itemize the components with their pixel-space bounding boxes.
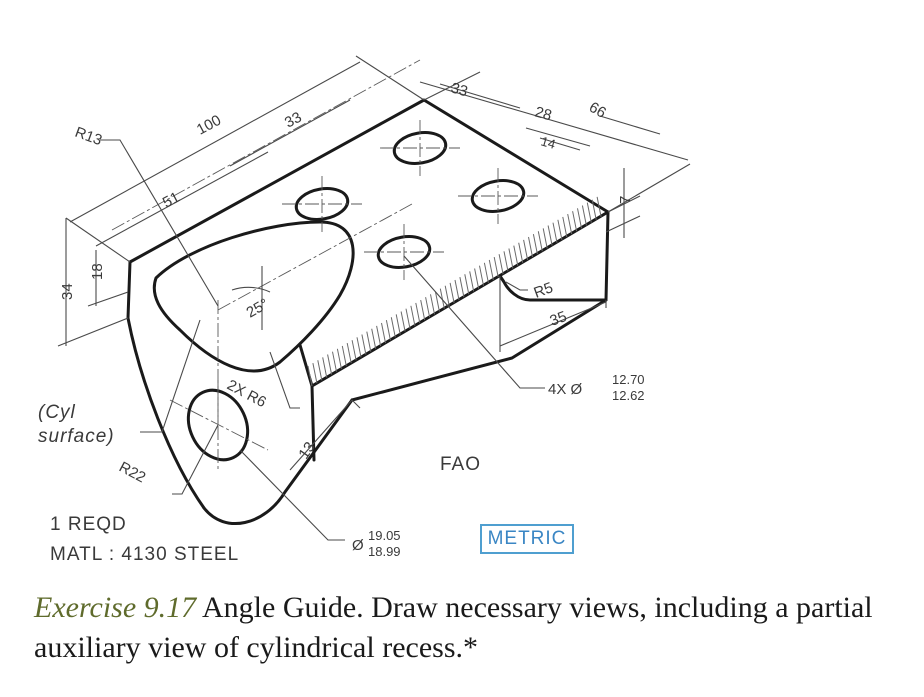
hatch-mark xyxy=(493,256,499,278)
hatch-mark xyxy=(479,265,484,286)
dim-r22: R22 xyxy=(116,459,148,487)
hatch-mark xyxy=(356,337,362,358)
bore-callout-prefix: Ø xyxy=(352,537,364,554)
surface-shading xyxy=(307,196,602,387)
dim-33-lower: 33 xyxy=(282,109,305,132)
hatch-mark xyxy=(586,202,592,223)
hatch-mark xyxy=(415,302,421,324)
hatch-mark xyxy=(346,342,352,364)
hatch-mark xyxy=(488,259,494,281)
dim-34: 34 xyxy=(59,283,76,300)
hole-callout-max: 12.70 xyxy=(612,372,645,387)
hatch-mark xyxy=(596,196,602,217)
hatch-mark xyxy=(464,274,470,295)
figure-caption: Exercise 9.17 Angle Guide. Draw necessar… xyxy=(34,588,914,668)
hatch-mark xyxy=(532,234,538,255)
note-reqd: 1 REQD xyxy=(50,514,127,535)
hatch-mark xyxy=(508,248,514,269)
hatch-mark xyxy=(469,271,475,292)
note-cyl-surface-1: (Cyl xyxy=(38,402,76,423)
dim-35: 35 xyxy=(548,308,569,330)
hatch-mark xyxy=(390,317,396,338)
hole-callout-min: 12.62 xyxy=(612,388,645,403)
hatch-mark xyxy=(523,239,529,260)
caption-text: Angle Guide. Draw necessary views, inclu… xyxy=(34,591,873,664)
hatch-mark xyxy=(498,254,504,275)
hatch-mark xyxy=(444,285,450,306)
hatch-mark xyxy=(459,277,465,298)
caption-label: Exercise 9.17 xyxy=(34,591,197,624)
metric-stamp: METRIC xyxy=(480,524,574,554)
hatch-mark xyxy=(376,325,382,346)
hatch-mark xyxy=(483,262,489,283)
hatch-mark xyxy=(562,216,568,238)
hatch-mark xyxy=(557,219,563,240)
hatch-mark xyxy=(552,222,558,243)
dim-25-deg: 25° xyxy=(244,295,272,321)
dim-33-upper: 33 xyxy=(449,80,470,101)
hatch-mark xyxy=(434,291,440,312)
drawing-notes: (Cyl surface) FAO 1 REQD MATL : 4130 STE… xyxy=(38,402,481,565)
hatch-mark xyxy=(581,205,587,226)
dim-51: 51 xyxy=(160,189,183,212)
dim-r13: R13 xyxy=(73,124,105,149)
hatch-mark xyxy=(542,228,548,249)
hatch-mark xyxy=(513,245,519,266)
hatch-mark xyxy=(317,360,323,381)
dim-13: 13 xyxy=(295,439,318,462)
dim-66: 66 xyxy=(586,99,609,122)
hatch-mark xyxy=(322,357,328,378)
dim-100: 100 xyxy=(194,112,224,139)
bore-callout-min: 18.99 xyxy=(368,544,401,559)
hatch-mark xyxy=(410,305,416,326)
hatch-mark xyxy=(307,365,313,387)
hatch-mark xyxy=(351,340,357,361)
hatch-mark xyxy=(591,199,597,220)
hatch-mark xyxy=(400,311,406,332)
hatch-mark xyxy=(567,213,573,235)
note-fao: FAO xyxy=(440,454,481,475)
dim-7: 7 xyxy=(617,196,634,204)
dim-14: 14 xyxy=(539,133,557,151)
bore-callout-max: 19.05 xyxy=(368,528,401,543)
hatch-mark xyxy=(327,354,333,375)
hatch-mark xyxy=(537,231,543,252)
hatch-mark xyxy=(381,322,386,344)
dim-18: 18 xyxy=(89,263,106,280)
dim-28: 28 xyxy=(533,104,554,125)
hatch-mark xyxy=(336,348,342,369)
dimension-text: 100 33 51 33 28 14 66 34 18 7 25° R13 R5… xyxy=(59,80,645,559)
note-material: MATL : 4130 STEEL xyxy=(50,544,239,565)
hatch-mark xyxy=(430,294,435,315)
hatch-mark xyxy=(385,320,391,341)
object-outline xyxy=(126,98,610,525)
hatch-mark xyxy=(518,242,524,263)
hatch-mark xyxy=(395,314,401,335)
hatch-mark xyxy=(439,288,445,309)
hatch-mark xyxy=(332,351,337,372)
hatch-mark xyxy=(474,268,480,289)
hatch-mark xyxy=(366,331,372,352)
hatch-mark xyxy=(425,297,431,318)
hatch-mark xyxy=(577,208,582,229)
hatch-mark xyxy=(454,279,460,301)
hatch-mark xyxy=(341,345,347,367)
hatch-mark xyxy=(312,363,318,384)
hatch-mark xyxy=(503,251,509,272)
hatch-mark xyxy=(420,299,426,321)
dim-2x-r6: 2X R6 xyxy=(224,377,269,412)
angle-guide-drawing: 100 33 51 33 28 14 66 34 18 7 25° R13 R5… xyxy=(38,55,691,565)
center-lines xyxy=(111,59,538,470)
hatch-mark xyxy=(371,328,377,349)
hatch-mark xyxy=(572,211,578,232)
hatch-mark xyxy=(547,225,553,246)
hole-callout-prefix: 4X Ø xyxy=(548,381,583,398)
hatch-mark xyxy=(405,308,411,329)
hatch-mark xyxy=(361,334,367,355)
note-cyl-surface-2: surface) xyxy=(38,426,115,447)
dim-r5: R5 xyxy=(532,279,556,302)
hatch-mark xyxy=(449,282,455,303)
hatch-mark xyxy=(528,236,533,258)
dimension-lines xyxy=(57,55,691,541)
